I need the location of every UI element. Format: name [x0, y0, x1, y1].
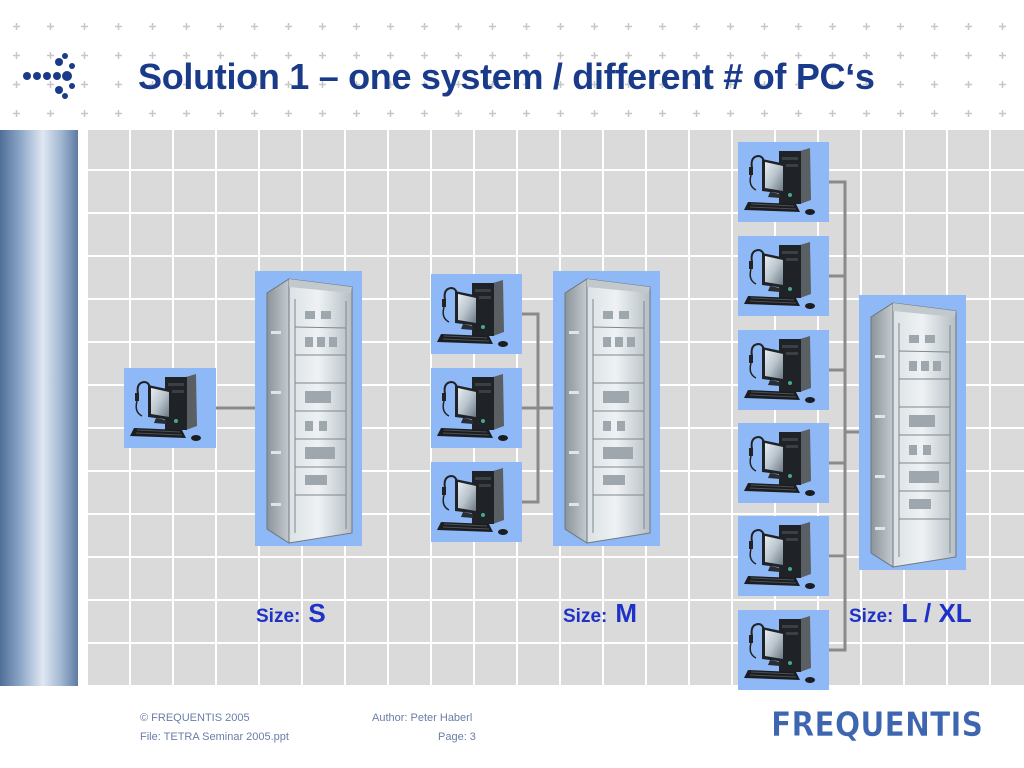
server-rack-size-l: [859, 295, 966, 570]
pc-workstation-icon: [738, 423, 829, 503]
pc-workstation-icon: [431, 274, 522, 354]
server-rack-size-s: [255, 271, 362, 546]
size-prefix: Size:: [256, 606, 301, 627]
pc-workstation-icon: [738, 516, 829, 596]
header-cross-pattern: [0, 20, 1024, 128]
pc-workstation-icon: [738, 330, 829, 410]
size-label-s: Size: S: [256, 598, 326, 629]
footer-file: File: TETRA Seminar 2005.ppt: [140, 731, 289, 743]
frequentis-logo: FREQUENTIS: [771, 705, 984, 746]
logo-text: FREQUENTIS: [771, 705, 983, 745]
side-gradient-bar: [0, 130, 78, 686]
pc-workstation-icon: [431, 368, 522, 448]
pc-workstation-icon: [124, 368, 216, 448]
frequentis-dots-icon: [23, 53, 75, 99]
footer-copyright: © FREQUENTIS 2005: [140, 712, 250, 724]
footer-page: Page: 3: [438, 731, 476, 743]
size-value: S: [308, 598, 326, 628]
size-prefix: Size:: [563, 606, 608, 627]
size-value: M: [615, 598, 638, 628]
slide-title: Solution 1 – one system / different # of…: [138, 56, 875, 97]
pc-workstation-icon: [431, 462, 522, 542]
size-value: L / XL: [901, 598, 972, 628]
pc-workstation-icon: [738, 142, 829, 222]
size-label-l-xl: Size: L / XL: [849, 598, 972, 629]
pc-workstation-icon: [738, 610, 829, 690]
size-prefix: Size:: [849, 606, 894, 627]
pc-workstation-icon: [738, 236, 829, 316]
server-rack-size-m: [553, 271, 660, 546]
size-label-m: Size: M: [563, 598, 637, 629]
footer-author: Author: Peter Haberl: [372, 712, 473, 724]
